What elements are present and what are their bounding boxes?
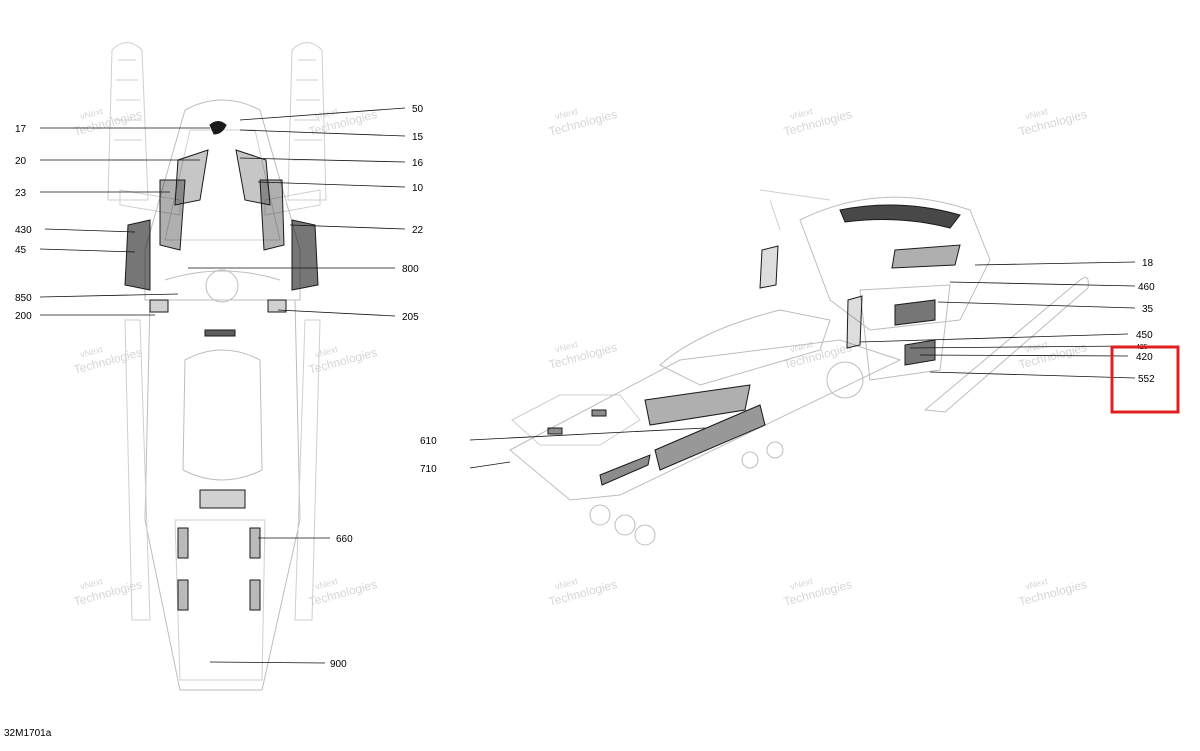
callout-label: 610 [420,436,437,447]
callout-label: 35 [1142,304,1154,315]
callout-label: 710 [420,464,437,475]
callout-label: 450 [1136,330,1153,341]
callout-label: 660 [336,534,353,545]
callout-label: 15 [412,132,424,143]
callout-label: 850 [15,293,32,304]
callout-label: 552 [1138,374,1155,385]
callout-label: 10 [412,183,424,194]
callout-label: 420 [1136,352,1153,363]
callout-label: 900 [330,659,347,670]
leader-lines [39,107,1136,664]
drawing-reference-id: 32M1701a [4,728,52,739]
callout-label: 18 [1142,258,1154,269]
callout-label: 45 [15,245,27,256]
callout-label: 20 [15,156,27,167]
callout-label: 205 [402,312,419,323]
callout-label: 22 [412,225,424,236]
callout-label: 23 [15,188,27,199]
callout-label: 50 [412,104,424,115]
callout-label: 17 [15,124,27,135]
callout-label: 800 [402,264,419,275]
top-view-drawing [107,42,327,691]
highlight-box [1110,345,1180,414]
side-view-drawing [509,189,1089,546]
callout-label: 460 [1138,282,1155,293]
callout-label: 200 [15,311,32,322]
callout-label: 430 [15,225,32,236]
callouts-left-group: 17 20 23 430 45 850 200 50 15 16 10 22 8… [15,104,424,670]
callout-label: 16 [412,158,424,169]
